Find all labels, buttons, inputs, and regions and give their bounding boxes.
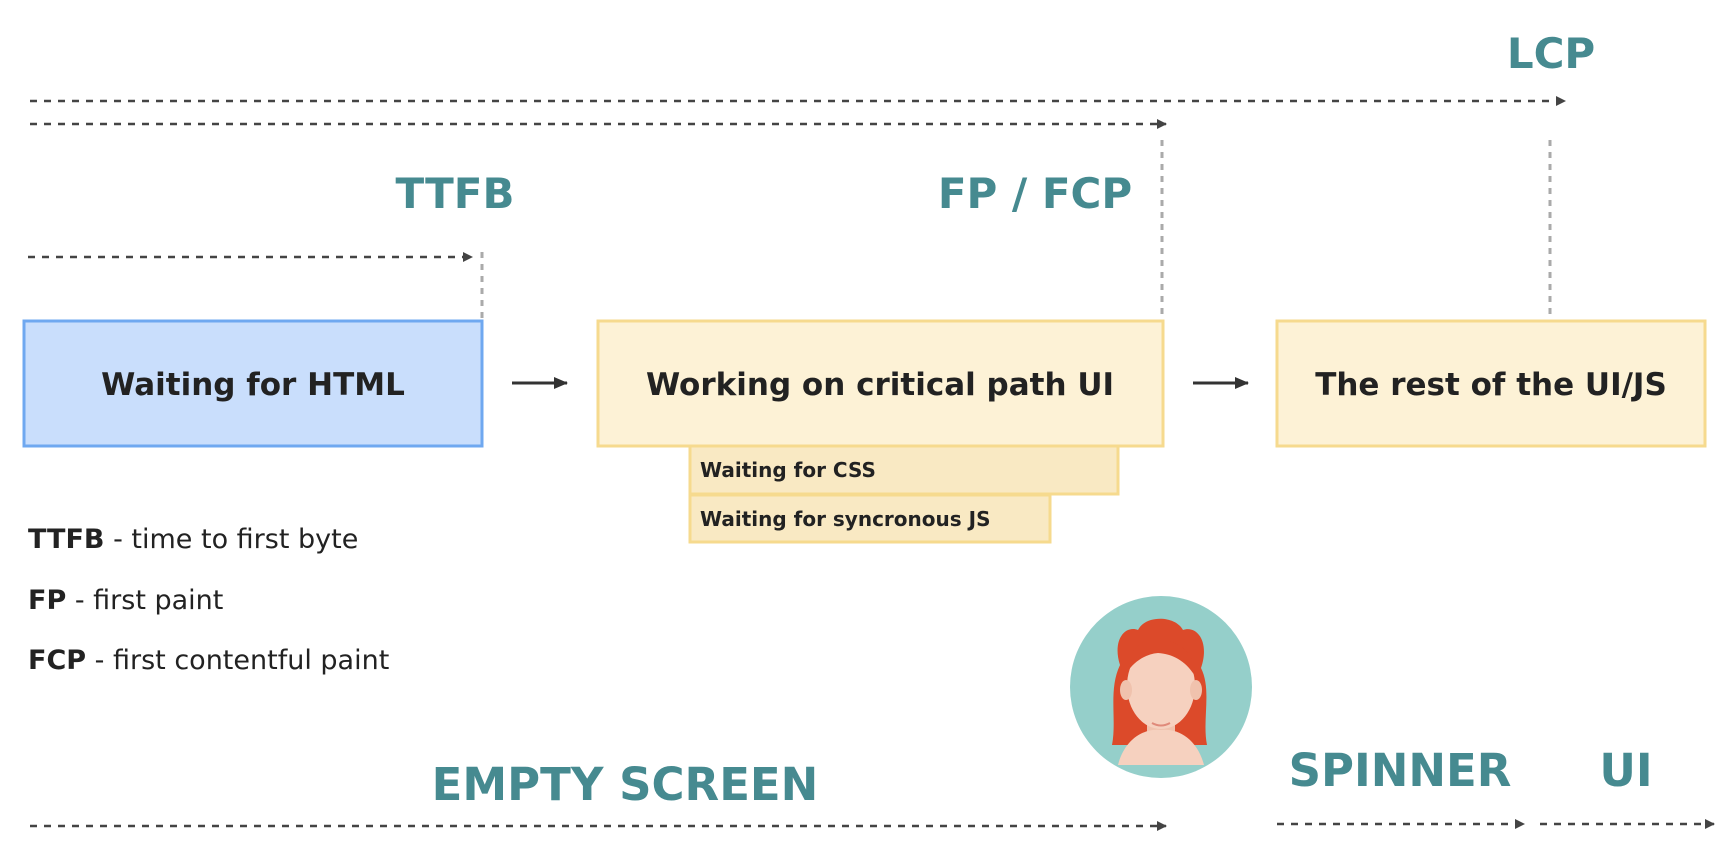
spinner-label: SPINNER <box>1289 744 1512 797</box>
waiting-for-html-label: Waiting for HTML <box>101 367 405 403</box>
empty-screen-label: EMPTY SCREEN <box>432 758 819 811</box>
waiting-for-js-label: Waiting for syncronous JS <box>700 507 990 531</box>
rest-of-ui-box <box>1275 319 1707 448</box>
legend-fp-desc: - first paint <box>74 585 224 616</box>
waiting-for-css-box <box>688 443 1120 496</box>
ttfb-label: TTFB <box>396 169 515 218</box>
critical-path-ui-box <box>596 319 1165 448</box>
legend-ttfb-desc: - time to first byte <box>113 524 359 555</box>
legend-ttfb-abbr: TTFB <box>28 524 105 555</box>
ui-label: UI <box>1599 744 1652 797</box>
lcp-label: LCP <box>1507 29 1595 78</box>
legend-fcp: FCP - first contentful paint <box>28 645 389 676</box>
legend-fp-abbr: FP <box>28 585 67 616</box>
waiting-for-js-box <box>688 493 1052 544</box>
legend-fcp-abbr: FCP <box>28 645 87 676</box>
critical-path-ui-label: Working on critical path UI <box>646 367 1114 403</box>
legend-fcp-desc: - first contentful paint <box>94 645 390 676</box>
fp-fcp-label: FP / FCP <box>938 169 1132 218</box>
user-avatar <box>1070 596 1252 778</box>
waiting-for-css-label: Waiting for CSS <box>700 458 876 482</box>
rest-of-ui-label: The rest of the UI/JS <box>1315 367 1667 403</box>
legend-ttfb: TTFB - time to first byte <box>28 524 358 555</box>
waiting-for-html-box <box>22 319 484 448</box>
legend-fp: FP - first paint <box>28 585 223 616</box>
